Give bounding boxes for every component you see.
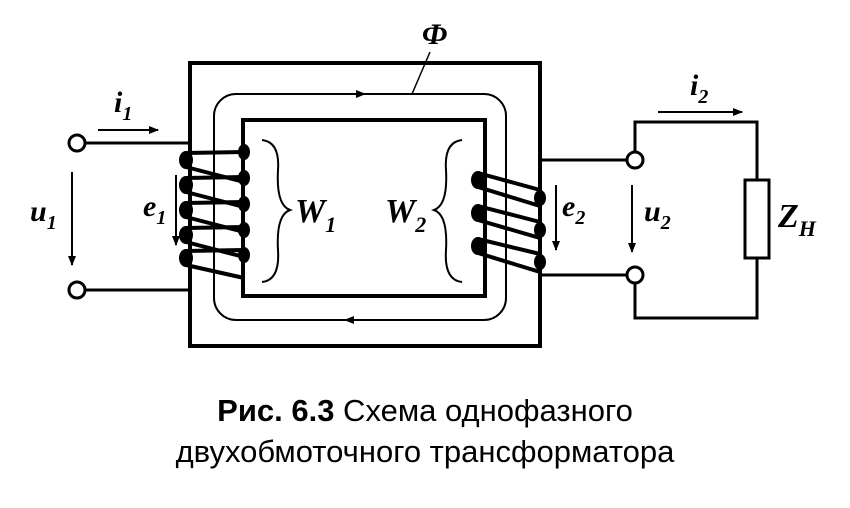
e1-label: e1 [143, 190, 166, 229]
w2-brace [431, 139, 463, 283]
flux-label: Ф [422, 18, 448, 51]
primary-winding [179, 144, 250, 280]
caption-line-1: Рис. 6.3 Схема однофазного [0, 390, 850, 431]
figure-number: Рис. 6.3 [217, 393, 335, 428]
i2-label: i2 [690, 69, 708, 108]
u2-label: u2 [644, 195, 671, 234]
load-circuit [633, 120, 759, 180]
flux-leader [411, 51, 431, 95]
load-circuit-bottom [633, 258, 759, 320]
e2-label: e2 [562, 190, 585, 229]
w1-brace [261, 139, 293, 283]
flux-path [213, 93, 507, 321]
core-window [241, 118, 487, 298]
load-impedance [743, 178, 771, 260]
secondary-winding [471, 171, 546, 274]
u1-label: u1 [30, 195, 57, 234]
w1-label: W1 [295, 193, 336, 237]
primary-terminal-top[interactable] [67, 133, 87, 153]
caption-title-part1: Схема однофазного [334, 393, 633, 428]
primary-terminal-bottom[interactable] [67, 280, 87, 300]
secondary-terminal-bottom[interactable] [625, 265, 645, 285]
secondary-terminal-top[interactable] [625, 150, 645, 170]
transformer-diagram: Ф [30, 18, 817, 348]
figure-caption: Рис. 6.3 Схема однофазного двухобмоточно… [0, 390, 850, 472]
i1-label: i1 [114, 86, 132, 125]
w2-label: W2 [385, 193, 426, 237]
zh-label: ZН [777, 198, 817, 241]
caption-line-2: двухобмоточного трансформатора [175, 434, 675, 469]
